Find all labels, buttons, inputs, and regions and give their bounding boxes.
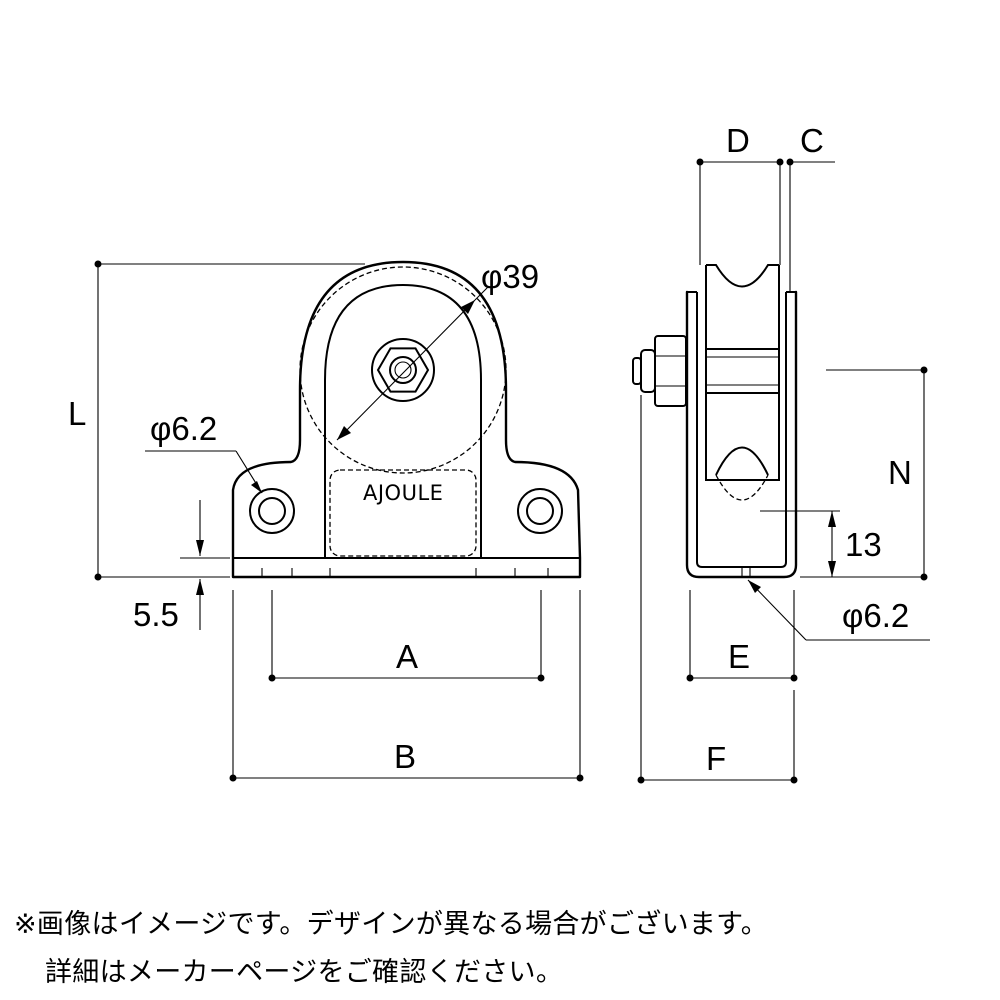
dim-L-label: L [68, 395, 86, 432]
disclaimer-line-2: 詳細はメーカーページをご確認ください。 [45, 957, 564, 988]
dim-C-label: C [800, 122, 824, 159]
dim-F-label: F [706, 740, 726, 777]
dim-N-label: N [888, 454, 912, 491]
front-wheel-hidden [299, 266, 507, 474]
brand-logo: AJOULE [363, 481, 443, 505]
dim-A-label: A [396, 638, 418, 675]
dim-E-label: E [728, 638, 750, 675]
front-dimensions: L φ39 φ6.2 5.5 A B [68, 258, 584, 782]
side-bracket-inner [696, 292, 787, 568]
front-mount-hole-left [249, 488, 295, 534]
dim-hole-side-label: φ6.2 [842, 597, 909, 634]
dim-hole-height-label: 13 [845, 526, 882, 563]
side-wheel-lower-groove [715, 446, 769, 476]
side-wheel [705, 264, 780, 385]
front-view: AJOULE [231, 260, 582, 579]
pulley-dimension-drawing: AJOULE L φ39 φ6.2 5.5 A [68, 122, 930, 784]
dim-wheel-diameter-label: φ39 [481, 258, 539, 295]
front-mount-hole-right [517, 488, 563, 534]
dim-base-thickness-label: 5.5 [133, 596, 179, 633]
dim-D-label: D [726, 122, 750, 159]
front-axle-nut [376, 347, 430, 393]
dim-B-label: B [394, 738, 416, 775]
side-view [632, 264, 798, 579]
front-bracket-outline [231, 260, 582, 579]
side-dimensions: D C N 13 φ6.2 E F [637, 122, 930, 784]
side-nut [654, 335, 687, 407]
disclaimer-line-1: ※画像はイメージです。デザインが異なる場合がございます。 [14, 909, 769, 940]
side-axle [705, 348, 780, 394]
front-bracket-inner [324, 283, 482, 558]
dim-hole-front-label: φ6.2 [150, 410, 217, 447]
front-base-ticks [261, 568, 549, 577]
front-axle-bolt [389, 356, 417, 384]
front-axle-washer [371, 338, 435, 402]
